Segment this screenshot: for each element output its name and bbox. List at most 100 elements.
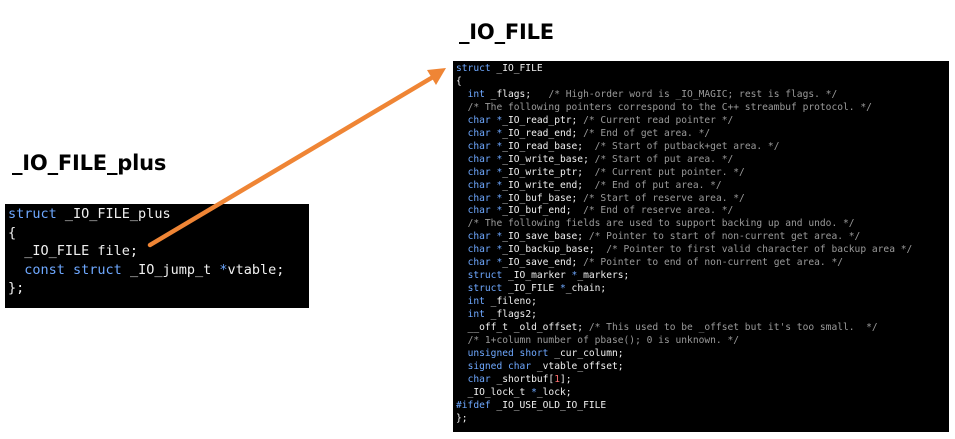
code-token: _cur_column; xyxy=(548,347,624,359)
code-token: _IO_save_end; xyxy=(502,257,584,269)
keyword-token: char * xyxy=(467,179,503,191)
code-token: _IO_write_end; xyxy=(502,179,595,191)
code-token: _IO_read_base; xyxy=(502,140,595,152)
code-line: char *_IO_read_base; /* Start of putback… xyxy=(453,141,949,154)
code-line: char *_IO_write_end; /* End of put area.… xyxy=(453,180,949,193)
keyword-token: struct xyxy=(456,63,491,74)
code-token xyxy=(456,374,468,385)
code-line: signed char _vtable_offset; xyxy=(453,361,949,374)
code-token xyxy=(8,262,24,278)
comment-token: /* The following fields are used to supp… xyxy=(467,218,855,230)
keyword-token: struct xyxy=(467,270,503,282)
code-token: _IO_USE_OLD_IO_FILE xyxy=(490,399,607,411)
code-token xyxy=(456,154,468,165)
keyword-token: char * xyxy=(467,231,503,243)
comment-token: /* Start of reserve area. */ xyxy=(583,192,745,204)
keyword-token: * xyxy=(531,386,537,398)
comment-token: /* Start of put area. */ xyxy=(594,153,734,165)
code-line: char *_IO_read_end; /* End of get area. … xyxy=(453,128,949,141)
keyword-token: char * xyxy=(467,244,503,256)
code-token xyxy=(456,244,468,255)
code-token: _IO_marker xyxy=(502,270,572,282)
code-line: /* 1+column number of pbase(); 0 is unkn… xyxy=(453,335,949,348)
code-token xyxy=(456,167,468,178)
keyword-token: char * xyxy=(467,140,503,152)
code-token: _fileno; xyxy=(484,296,537,308)
keyword-token: char * xyxy=(467,114,503,126)
code-line: char *_IO_backup_base; /* Pointer to fir… xyxy=(453,244,949,257)
code-token xyxy=(456,283,468,294)
code-token: _IO_lock_t xyxy=(456,386,532,398)
code-token xyxy=(456,257,468,268)
code-token: _IO_FILE file; xyxy=(8,243,139,259)
comment-token: /* Current read pointer */ xyxy=(583,114,734,126)
comment-token: /* End of get area. */ xyxy=(583,127,711,139)
io-file-code-block: struct _IO_FILE { int _flags; /* High-ord… xyxy=(453,61,949,432)
code-token xyxy=(456,102,468,113)
code-token: _IO_write_base; xyxy=(502,153,595,165)
code-token xyxy=(456,348,468,359)
keyword-token: char * xyxy=(467,257,503,269)
code-token: _markers; xyxy=(577,270,630,282)
code-token: _IO_FILE xyxy=(490,63,543,74)
code-line: char *_IO_save_base; /* Pointer to start… xyxy=(453,231,949,244)
code-line: { xyxy=(5,224,309,243)
code-token: _IO_save_base; xyxy=(502,231,589,243)
code-token xyxy=(456,180,468,191)
code-token xyxy=(456,115,468,126)
code-line: char _shortbuf[1]; xyxy=(453,374,949,387)
code-token: { xyxy=(8,224,17,241)
comment-token: /* Pointer to first valid character of b… xyxy=(606,244,913,256)
code-token xyxy=(456,361,468,372)
code-token xyxy=(456,205,468,216)
comment-token: /* Pointer to start of non-current get a… xyxy=(588,231,861,243)
code-line: struct _IO_marker *_markers; xyxy=(453,270,949,283)
code-token: _vtable_offset; xyxy=(531,360,624,372)
code-token xyxy=(456,128,468,139)
code-token: _chain; xyxy=(565,283,607,295)
code-token: _IO_read_ptr; xyxy=(502,114,584,126)
keyword-token: char * xyxy=(467,153,503,165)
comment-token: /* 1+column number of pbase(); 0 is unkn… xyxy=(467,335,740,347)
code-token xyxy=(456,335,468,346)
code-token: _IO_buf_end; xyxy=(502,205,584,217)
keyword-token: #ifdef xyxy=(456,399,491,411)
code-line: char *_IO_write_ptr; /* Current put poin… xyxy=(453,167,949,180)
comment-token: /* Pointer to end of non-current get are… xyxy=(583,257,844,269)
code-line: _IO_lock_t *_lock; xyxy=(453,387,949,400)
keyword-token: char * xyxy=(467,205,503,217)
keyword-token: * xyxy=(571,270,578,282)
code-token: _IO_FILE xyxy=(502,283,560,295)
code-line: /* The following fields are used to supp… xyxy=(453,218,949,231)
code-line: int _flags; /* High-order word is _IO_MA… xyxy=(453,89,949,102)
code-line: unsigned short _cur_column; xyxy=(453,348,949,361)
keyword-token: char * xyxy=(467,127,503,139)
keyword-token: char * xyxy=(467,166,503,178)
code-line: char *_IO_buf_base; /* Start of reserve … xyxy=(453,193,949,206)
keyword-token: const struct xyxy=(24,261,122,278)
keyword-token: int xyxy=(467,296,485,308)
comment-token: /* End of reserve area. */ xyxy=(583,205,734,217)
keyword-token: unsigned short xyxy=(467,347,549,359)
code-line: struct _IO_FILE *_chain; xyxy=(453,283,949,296)
keyword-token: struct xyxy=(8,206,57,222)
code-token xyxy=(456,231,468,242)
code-line: #ifdef _IO_USE_OLD_IO_FILE xyxy=(453,400,949,413)
code-token: _flags2; xyxy=(484,309,537,321)
code-token: _flags; xyxy=(484,88,549,100)
code-token xyxy=(456,296,468,307)
comment-token: /* Current put pointer. */ xyxy=(594,166,745,178)
code-line: _IO_FILE file; xyxy=(5,242,309,261)
code-token: { xyxy=(456,75,462,87)
io-file-plus-heading: _IO_FILE_plus xyxy=(12,151,167,175)
comment-token: /* The following pointers correspond to … xyxy=(467,101,872,113)
number-token: 1 xyxy=(554,373,560,385)
code-token: _IO_read_end; xyxy=(502,127,584,139)
comment-token: /* End of put area. */ xyxy=(594,179,722,191)
code-token xyxy=(456,309,468,320)
code-line: struct _IO_FILE_plus xyxy=(5,205,309,224)
code-token xyxy=(456,193,468,204)
keyword-token: char xyxy=(467,373,491,385)
code-line: { xyxy=(453,76,949,89)
code-token: _shortbuf[ xyxy=(490,373,555,385)
